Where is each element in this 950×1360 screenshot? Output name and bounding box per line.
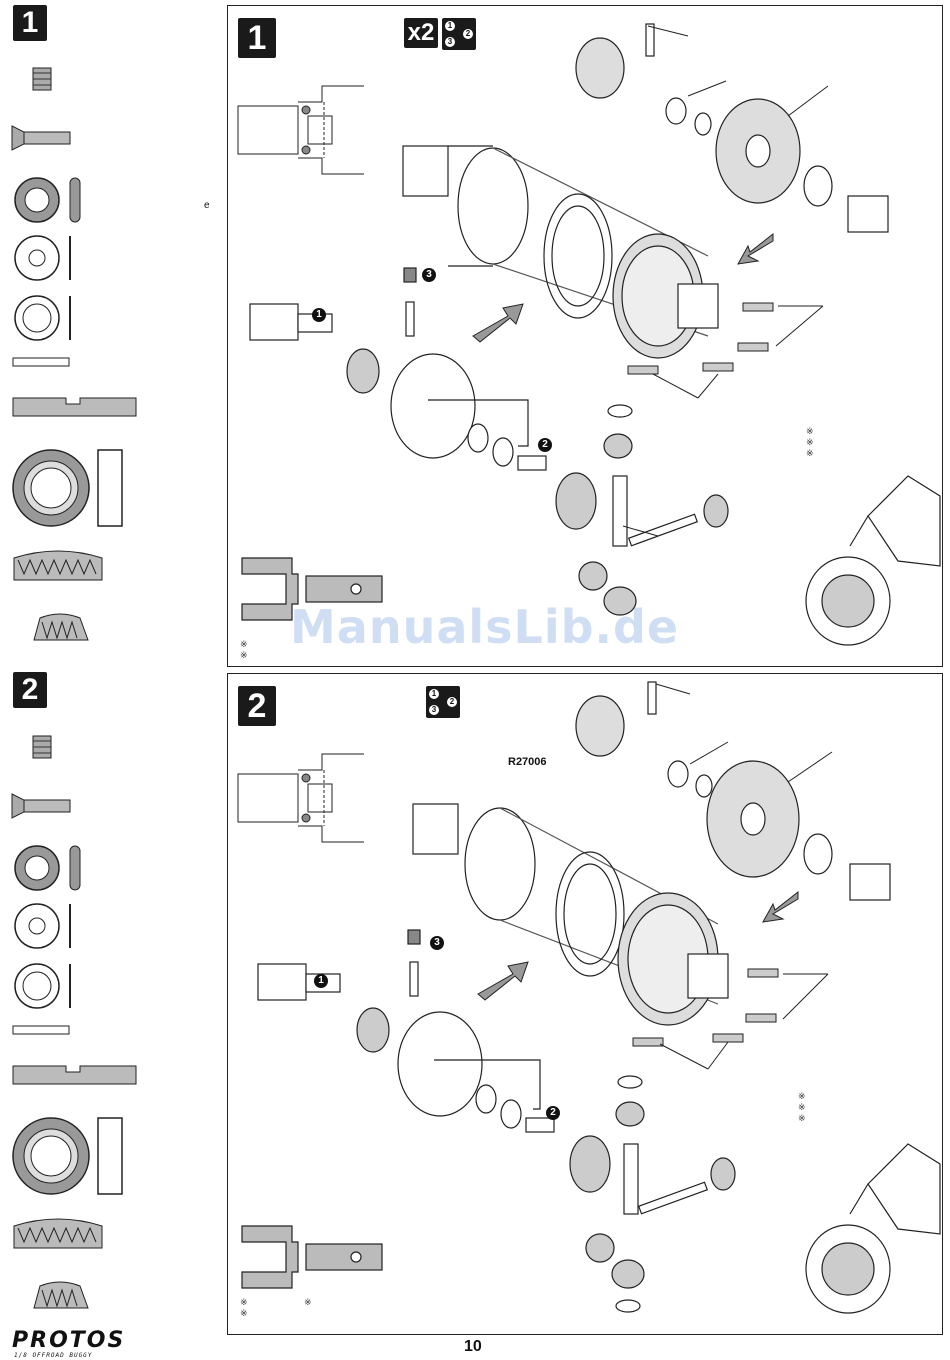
- diff-gasket: [556, 852, 624, 976]
- callout-1: 1: [312, 308, 326, 322]
- pin-icon: [13, 1026, 69, 1034]
- spur-gear: [618, 893, 728, 1025]
- callout-3: 3: [430, 936, 444, 950]
- o-ring-icon: [15, 178, 80, 222]
- step-1-exploded-diagram: [228, 6, 942, 666]
- protos-logo-tagline: 1/8 OFFROAD BUGGY: [14, 1352, 92, 1359]
- watermark: ManualsLib.de: [290, 600, 679, 654]
- sidebar-parts-step-2: [0, 718, 160, 1318]
- countersunk-screw-icon: [12, 126, 70, 150]
- grease-bottle-icon: [806, 476, 940, 645]
- shim-icon: [15, 964, 70, 1008]
- cross-section-detail: [238, 754, 364, 842]
- step-1-panel: 1 x2 1 2 3: [227, 5, 943, 667]
- washer-icon: [15, 236, 70, 280]
- sidebar-step-1-badge: 1: [13, 5, 47, 41]
- shaft-icon: [13, 398, 136, 416]
- note-mark: ※: [240, 1309, 248, 1319]
- spider-gears: [556, 405, 728, 615]
- top-right-gear-assembly: [576, 682, 890, 900]
- bevel-gear-small-icon: [34, 1282, 88, 1308]
- note-mark: ※: [240, 651, 248, 661]
- callout-2: 2: [546, 1106, 560, 1120]
- note-mark: ※: [798, 1114, 806, 1124]
- grub-screw-icon: [33, 736, 51, 758]
- pin-icon: [13, 358, 69, 366]
- callout-3: 3: [422, 268, 436, 282]
- ball-bearing-icon: [13, 1118, 122, 1194]
- bevel-gear-large-icon: [14, 551, 102, 580]
- page-number: 10: [464, 1338, 482, 1356]
- countersunk-screw-icon: [12, 794, 70, 818]
- ball-bearing-icon: [13, 450, 122, 526]
- top-right-gear-assembly: [576, 24, 888, 232]
- bevel-gear-large-icon: [14, 1219, 102, 1248]
- note-mark: ※: [806, 427, 814, 437]
- diff-gasket: [544, 194, 612, 318]
- washer-icon: [15, 904, 70, 948]
- o-ring-icon: [15, 846, 80, 890]
- note-mark: ※: [806, 438, 814, 448]
- output-cup-detail: [242, 1226, 382, 1288]
- step-2-exploded-diagram: [228, 674, 942, 1334]
- cross-section-detail: [238, 86, 364, 174]
- spider-gears: [570, 1076, 735, 1312]
- callout-1: 1: [314, 974, 328, 988]
- grease-bottle-icon: [806, 1144, 940, 1313]
- sidebar-parts-step-1: [0, 50, 160, 650]
- note-mark: ※: [304, 1298, 312, 1308]
- stray-character: e: [204, 200, 210, 211]
- shim-icon: [15, 296, 70, 340]
- output-cup-assembly: [258, 930, 554, 1132]
- note-mark: ※: [240, 1298, 248, 1308]
- step-2-panel: 2 1 2 3 R27006: [227, 673, 943, 1335]
- output-cup-assembly: [250, 268, 546, 470]
- note-mark: ※: [798, 1103, 806, 1113]
- bevel-gear-small-icon: [34, 614, 88, 640]
- note-mark: ※: [798, 1092, 806, 1102]
- sidebar-step-2-badge: 2: [13, 672, 47, 708]
- callout-2: 2: [538, 438, 552, 452]
- grub-screw-icon: [33, 68, 51, 90]
- shaft-icon: [13, 1066, 136, 1084]
- note-mark: ※: [806, 449, 814, 459]
- note-mark: ※: [240, 640, 248, 650]
- protos-logo: PROTOS: [12, 1328, 125, 1353]
